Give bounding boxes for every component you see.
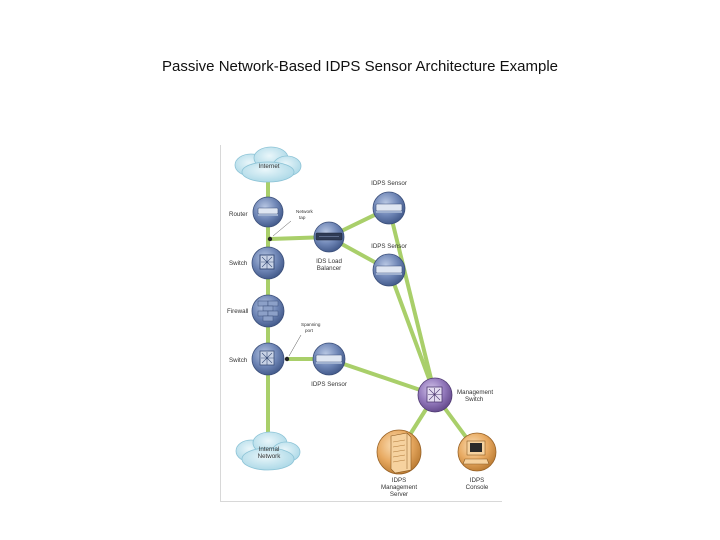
network-tap-label-line1: Network: [296, 209, 314, 214]
computer-icon: [463, 441, 489, 464]
router-icon: [258, 208, 278, 216]
internal-network-label-line2: Network: [258, 453, 282, 460]
management-server-label-line2: Management: [381, 484, 417, 491]
spanning-port-label-line2: port: [305, 328, 314, 333]
network-tap-label-line2: tap: [299, 215, 306, 220]
slide-title: Passive Network-Based IDPS Sensor Archit…: [0, 58, 720, 75]
console-node: [458, 433, 496, 471]
load-balancer-label-line2: Balancer: [317, 265, 341, 272]
sensor-icon: [376, 266, 402, 275]
server-icon: [391, 433, 411, 473]
network-tap-point: [268, 237, 272, 241]
idps-sensor-top-node: [373, 192, 405, 224]
router-label: Router: [229, 211, 248, 218]
management-switch-label-line2: Switch: [465, 396, 484, 403]
firewall-label: Firewall: [227, 308, 248, 315]
firewall-node: [252, 295, 284, 327]
management-server-node: [377, 430, 421, 474]
internal-network-cloud: Internal Network: [236, 432, 300, 470]
switch-bottom-node: [252, 343, 284, 375]
management-switch-label-line1: Management: [457, 389, 493, 396]
link-sensor-top-mgmt: [389, 208, 435, 395]
switch-top-label: Switch: [229, 260, 248, 267]
sensor-icon: [376, 204, 402, 213]
management-server-label-line1: IDPS: [392, 477, 406, 484]
switch-icon: [427, 387, 442, 402]
load-balancer-icon: [316, 233, 342, 240]
idps-sensor-top-label: IDPS Sensor: [371, 180, 407, 187]
idps-sensor-bottom-label: IDPS Sensor: [311, 381, 347, 388]
console-label-line2: Console: [466, 484, 489, 491]
switch-icon: [260, 255, 274, 269]
idps-sensor-mid-label: IDPS Sensor: [371, 243, 407, 250]
internal-network-label-line1: Internal: [259, 446, 280, 453]
sensor-icon: [316, 355, 342, 364]
network-diagram: Internet Internal Network Router Network…: [220, 145, 502, 502]
internet-cloud: Internet: [235, 147, 301, 182]
management-switch-node: [418, 378, 452, 412]
console-label-line1: IDPS: [470, 477, 484, 484]
spanning-port-label-line1: Spanning: [301, 322, 321, 327]
switch-bottom-label: Switch: [229, 357, 248, 364]
router-node: [253, 197, 283, 227]
link-sensor-mid-mgmt: [389, 270, 435, 395]
switch-top-node: [252, 247, 284, 279]
idps-sensor-bottom-node: [313, 343, 345, 375]
management-server-label-line3: Server: [390, 491, 408, 498]
internet-label: Internet: [259, 163, 280, 170]
spanning-port-point: [285, 357, 289, 361]
load-balancer-label-line1: IDS Load: [316, 258, 342, 265]
idps-sensor-mid-node: [373, 254, 405, 286]
switch-icon: [260, 351, 274, 365]
load-balancer-node: [314, 222, 344, 252]
